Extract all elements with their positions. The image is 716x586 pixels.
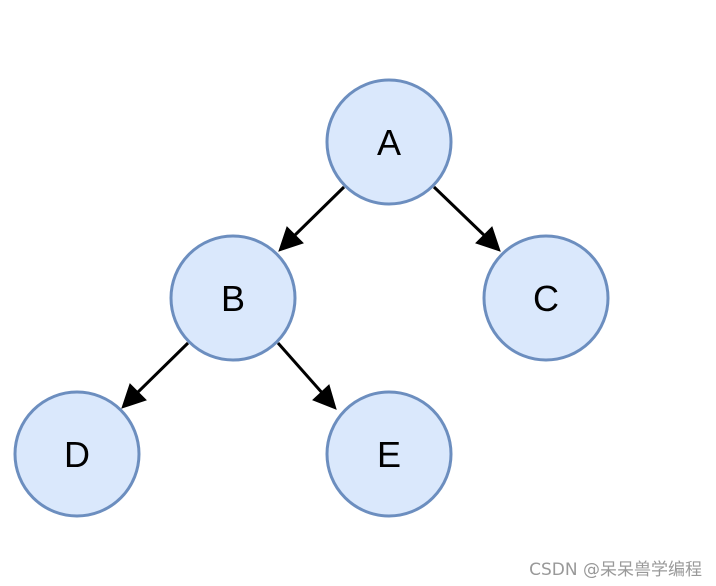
edge-a-c bbox=[432, 185, 501, 252]
node-d: D bbox=[13, 390, 141, 518]
node-a-label: A bbox=[377, 122, 401, 163]
node-e-label: E bbox=[377, 434, 401, 475]
node-a: A bbox=[325, 78, 453, 206]
watermark: CSDN @呆呆兽学编程 bbox=[529, 560, 702, 580]
edge-b-e bbox=[276, 342, 337, 410]
node-b: B bbox=[169, 234, 297, 362]
node-c-label: C bbox=[533, 278, 559, 319]
node-c: C bbox=[482, 234, 610, 362]
node-d-label: D bbox=[64, 434, 90, 475]
node-e: E bbox=[325, 390, 453, 518]
edge-a-b bbox=[278, 185, 346, 252]
edge-b-d bbox=[121, 341, 190, 409]
node-b-label: B bbox=[221, 278, 245, 319]
